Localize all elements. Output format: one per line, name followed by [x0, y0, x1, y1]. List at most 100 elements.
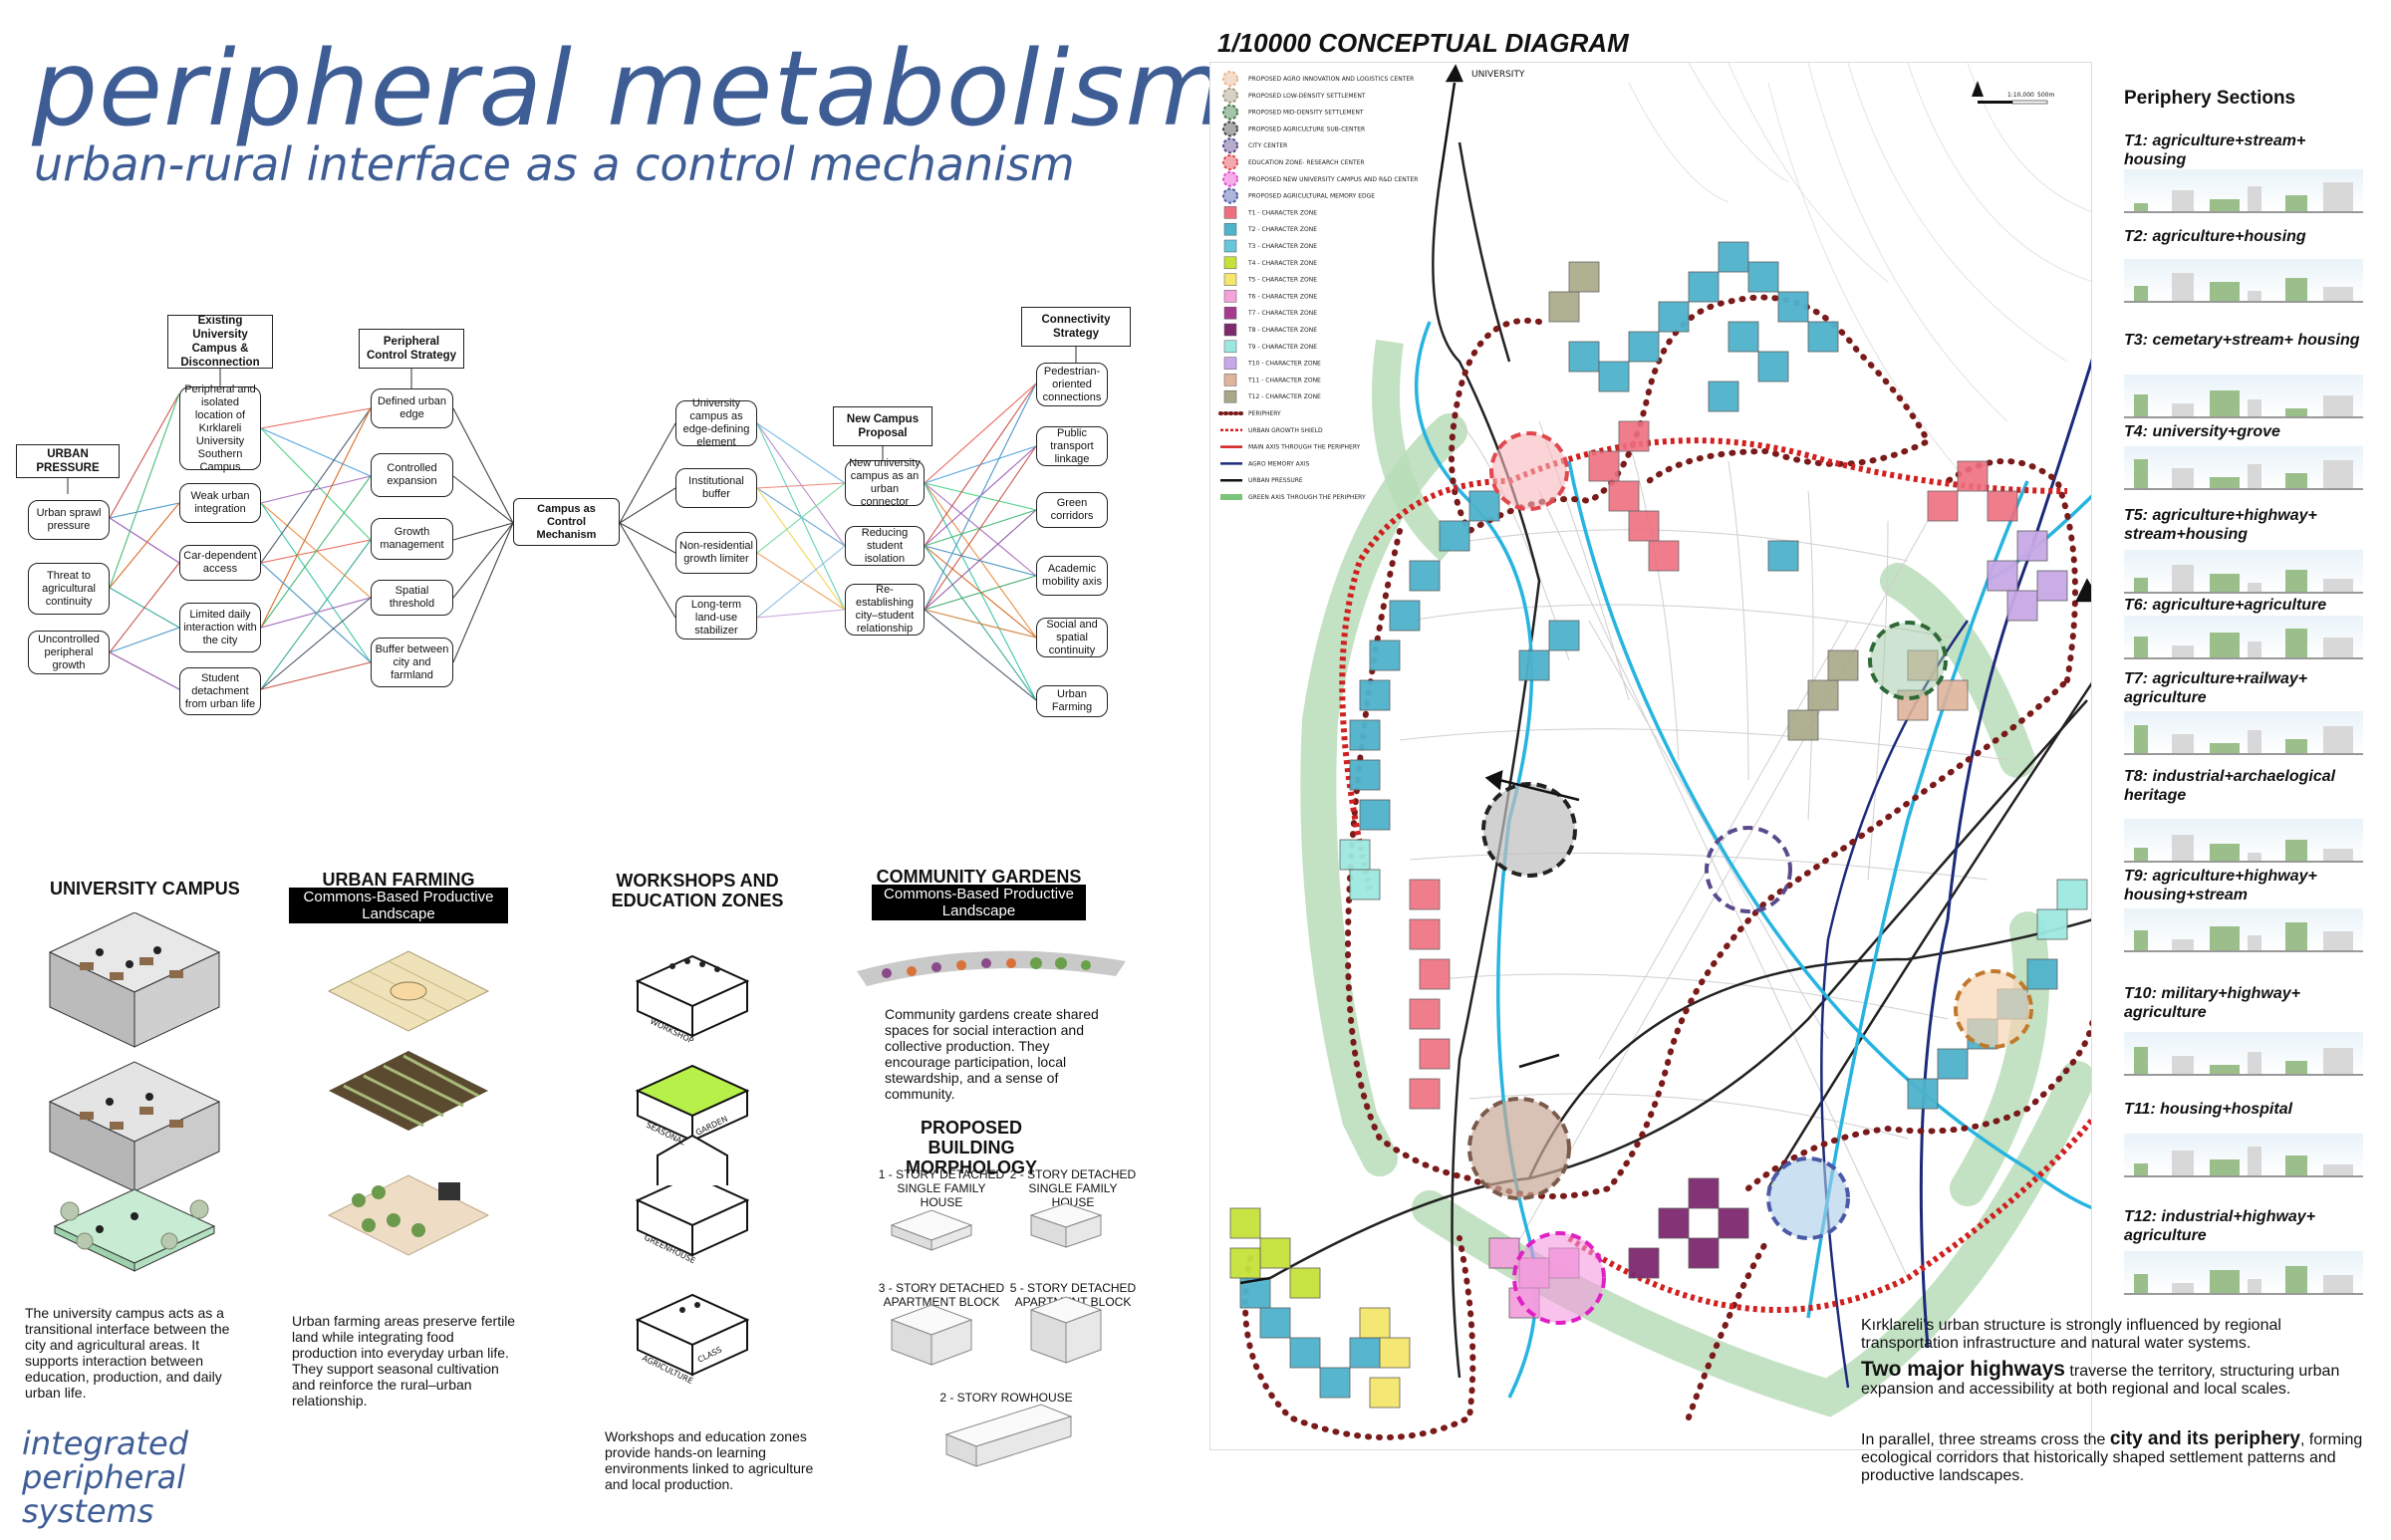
connectivity-item: Social and spatial continuity: [1036, 618, 1108, 657]
periphery-section-label: T2: agriculture+housing: [2124, 228, 2306, 245]
community-garden-illustration: [857, 950, 1126, 986]
university-label: UNIVERSITY: [1471, 70, 1525, 80]
periphery-section-strip: [2124, 1032, 2363, 1076]
periphery-section-strip: [2124, 169, 2363, 213]
map-text-p3: In parallel, three streams cross the cit…: [1861, 1428, 2379, 1485]
periphery-section-label: T6: agriculture+agriculture: [2124, 597, 2327, 614]
community-gardens-title: COMMUNITY GARDENS: [876, 867, 1082, 887]
existing-campus-item: Student detachment from urban life: [179, 667, 261, 715]
legend-swatch: [1222, 137, 1238, 154]
workshop-cubes-illustration: WORKSHOP SEASONAL GARDEN GREENHOUSE AGRI…: [635, 954, 750, 1386]
legend-swatch: [1222, 121, 1238, 137]
periphery-section-label: T5: agriculture+highway+ stream+housing: [2124, 507, 2317, 543]
legend-swatch: [1223, 357, 1237, 370]
urban-pressure-head: URBAN PRESSURE: [16, 444, 120, 478]
control-strategy-item: Defined urban edge: [371, 388, 453, 428]
legend-label: T11 - CHARACTER ZONE: [1247, 377, 1321, 384]
flow-diagram: URBAN PRESSURE Urban sprawl pressure Thr…: [0, 299, 1146, 717]
legend-label: PROPOSED MID-DENSITY SETTLEMENT: [1248, 110, 1364, 117]
periphery-section-strip: [2124, 259, 2363, 303]
connectivity-item: Public transport linkage: [1036, 426, 1108, 466]
scale-end: 500m: [2037, 92, 2054, 99]
edge-item: Non-residential growth limiter: [675, 532, 757, 574]
university-campus-title: UNIVERSITY CAMPUS: [50, 879, 240, 898]
legend-label: PROPOSED NEW UNIVERSITY CAMPUS AND R&D C…: [1248, 176, 1418, 183]
periphery-section-strip: [2124, 711, 2363, 755]
legend-label: T5 - CHARACTER ZONE: [1247, 277, 1317, 284]
edge-item: Long-term land-use stabilizer: [675, 596, 757, 640]
legend-swatch: [1222, 87, 1238, 104]
edge-item: University campus as edge-defining eleme…: [675, 397, 757, 448]
existing-campus-item: Peripheral and isolated location of Kırk…: [179, 384, 261, 473]
conceptual-map: PROPOSED AGRO INNOVATION AND LOGISTICS C…: [1209, 62, 2092, 1450]
scale-bar: [1978, 100, 2048, 105]
connectivity-head: Connectivity Strategy: [1021, 307, 1131, 347]
morphology-title: PROPOSED BUILDING MORPHOLOGY: [882, 1118, 1061, 1177]
periphery-section-strip: [2124, 908, 2363, 952]
legend-label: PROPOSED AGRICULTURAL MEMORY EDGE: [1248, 193, 1375, 200]
legend-label: CITY CENTER: [1248, 142, 1287, 149]
page-title: peripheral metabolism: [32, 28, 1227, 149]
legend-label: AGRO MEMORY AXIS: [1248, 460, 1310, 467]
periphery-section-label: T8: industrial+archaelogical heritage: [2124, 768, 2336, 804]
map-text-p3-bold: city and its periphery: [2109, 1428, 2301, 1449]
legend-swatch: [1223, 323, 1237, 337]
map-text-p2: Two major highways traverse the territor…: [1861, 1358, 2379, 1399]
morphology-blocks-illustration: [890, 1202, 1103, 1467]
legend-swatch: [1223, 222, 1237, 236]
integrated-systems-label: integrated peripheral systems: [22, 1426, 301, 1528]
scale-mid: 1:10,000: [2007, 92, 2034, 99]
periphery-section-label: T11: housing+hospital: [2124, 1101, 2293, 1118]
legend-swatch: [1223, 290, 1237, 303]
urban-farming-description: Urban farming areas preserve fertile lan…: [292, 1313, 516, 1409]
periphery-section-strip: [2124, 819, 2363, 863]
new-campus-item: Re-establishing city–student relationshi…: [845, 584, 925, 636]
control-strategy-item: Growth management: [371, 518, 453, 560]
legend-label: T2 - CHARACTER ZONE: [1247, 226, 1317, 233]
legend-label: URBAN PRESSURE: [1248, 477, 1303, 484]
periphery-section-label: T7: agriculture+railway+ agriculture: [2124, 670, 2308, 706]
urban-pressure-item: Uncontrolled peripheral growth: [28, 631, 110, 674]
periphery-section-label: T4: university+grove: [2124, 423, 2280, 440]
legend-swatch: [1222, 71, 1238, 87]
north-arrow-icon: [1972, 81, 1984, 97]
legend-label: T10 - CHARACTER ZONE: [1247, 361, 1321, 368]
scale-start: 0: [1974, 91, 1978, 99]
legend-label: GREEN AXIS THROUGH THE PERIPHERY: [1248, 494, 1366, 501]
periphery-section-label: T12: industrial+highway+ agriculture: [2124, 1208, 2316, 1244]
legend-swatch: [1223, 273, 1237, 286]
map-text-p2-bold: Two major highways: [1861, 1358, 2065, 1381]
legend-label: EDUCATION ZONE- RESEARCH CENTER: [1248, 159, 1365, 166]
periphery-section-strip: [2124, 1251, 2363, 1295]
control-strategy-head: Peripheral Control Strategy: [359, 329, 464, 369]
morphology-label: 2 - STORY ROWHOUSE: [939, 1391, 1073, 1405]
periphery-section-label: T3: cemetary+stream+ housing: [2124, 332, 2360, 349]
workshops-description: Workshops and education zones provide ha…: [605, 1428, 814, 1492]
legend-label: PROPOSED LOW-DENSITY SETTLEMENT: [1248, 93, 1366, 100]
legend-swatch: [1223, 206, 1237, 219]
legend-swatch: [1223, 340, 1237, 354]
existing-campus-item: Car-dependent access: [179, 545, 261, 581]
urban-farming-illustration: [327, 950, 490, 1256]
map-text-p1: Kırklareli's urban structure is strongly…: [1861, 1317, 2281, 1352]
community-gardens-label: Commons-Based Productive Landscape: [872, 885, 1086, 920]
legend-label: T9 - CHARACTER ZONE: [1247, 344, 1317, 351]
urban-farming-title: URBAN FARMING: [322, 870, 475, 890]
control-strategy-item: Controlled expansion: [371, 453, 453, 497]
periphery-section-strip: [2124, 446, 2363, 490]
connectivity-item: Academic mobility axis: [1036, 556, 1108, 596]
morphology-label: 2 - STORY DETACHED SINGLE FAMILY HOUSE: [1009, 1167, 1137, 1209]
legend-swatch: [1223, 306, 1237, 320]
map-legend: PROPOSED AGRO INNOVATION AND LOGISTICS C…: [1218, 71, 1418, 501]
periphery-sections-title: Periphery Sections: [2124, 88, 2296, 109]
workshops-title-text: WORKSHOPS AND EDUCATION ZONES: [611, 871, 784, 910]
legend-label: T6 - CHARACTER ZONE: [1247, 293, 1317, 300]
legend-swatch: [1223, 239, 1237, 253]
flow-connectors: [67, 347, 1077, 701]
new-campus-head: New Campus Proposal: [833, 406, 932, 446]
periphery-section-label: T10: military+highway+ agriculture: [2124, 985, 2300, 1021]
periphery-section-label: T9: agriculture+highway+ housing+stream: [2124, 868, 2317, 903]
campus-control-mechanism: Campus as Control Mechanism: [513, 498, 620, 546]
legend-swatch: [1220, 494, 1242, 500]
map-text-p3-rest: , forming ecological corridors that hist…: [1861, 1431, 2363, 1484]
